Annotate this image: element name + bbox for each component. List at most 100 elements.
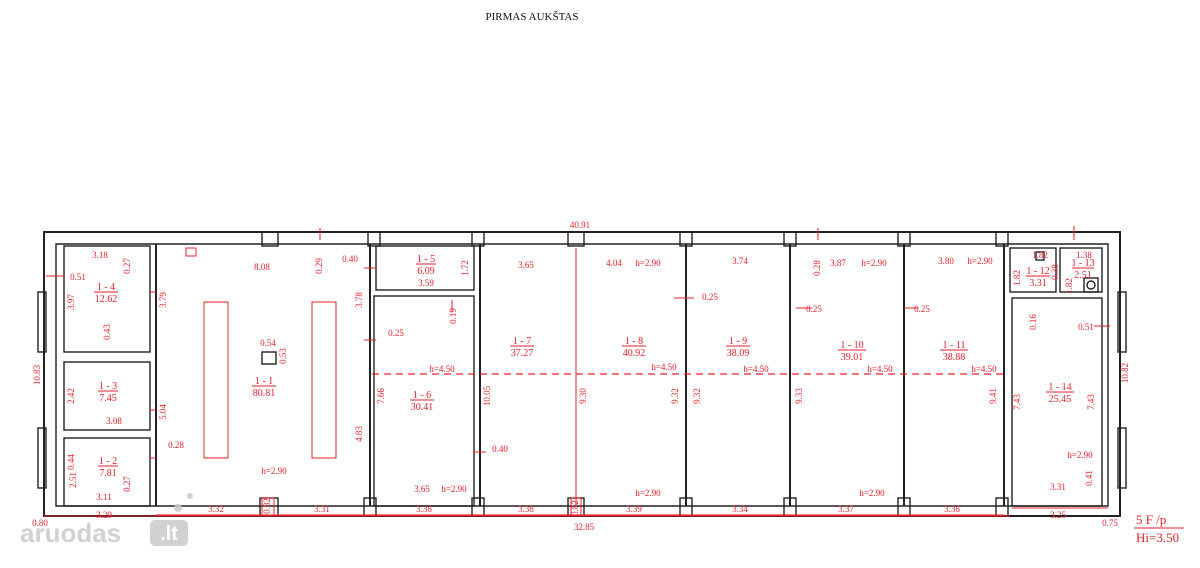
logo-suffix: .lt bbox=[160, 523, 178, 545]
svg-text:3.80: 3.80 bbox=[938, 256, 954, 266]
svg-text:6.09: 6.09 bbox=[417, 266, 435, 277]
svg-text:3.74: 3.74 bbox=[732, 256, 748, 266]
svg-text:3.31: 3.31 bbox=[314, 504, 330, 514]
room-1-6-label: 1 - 630.41 bbox=[410, 390, 434, 413]
svg-text:4.04: 4.04 bbox=[606, 258, 622, 268]
svg-text:4.83: 4.83 bbox=[354, 426, 364, 442]
svg-text:38.09: 38.09 bbox=[727, 348, 750, 359]
svg-text:25.45: 25.45 bbox=[1049, 394, 1072, 405]
svg-text:0.38: 0.38 bbox=[1050, 264, 1060, 280]
vertical-dimensions: 0.27 3.97 3.79 0.43 2.42 5.04 0.44 2.51 … bbox=[66, 258, 1096, 516]
room-1-3-label: 1 - 37.45 bbox=[98, 381, 118, 404]
svg-text:2.42: 2.42 bbox=[66, 388, 76, 404]
svg-text:3.31: 3.31 bbox=[1029, 278, 1047, 289]
logo-badge bbox=[150, 520, 188, 546]
svg-text:1 - 6: 1 - 6 bbox=[413, 390, 431, 401]
svg-text:1 - 5: 1 - 5 bbox=[417, 254, 435, 265]
svg-text:h=4.50: h=4.50 bbox=[743, 364, 769, 374]
logo-dot-small bbox=[187, 493, 193, 499]
svg-text:0.40: 0.40 bbox=[492, 444, 508, 454]
svg-text:3.18: 3.18 bbox=[92, 250, 108, 260]
svg-text:3.08: 3.08 bbox=[106, 416, 122, 426]
svg-text:1.82: 1.82 bbox=[1012, 270, 1022, 286]
aruodas-logo: aruodas .lt bbox=[20, 493, 193, 548]
svg-text:h=2.90: h=2.90 bbox=[1067, 450, 1093, 460]
svg-text:10.82: 10.82 bbox=[1120, 363, 1130, 383]
svg-text:3.31: 3.31 bbox=[1050, 482, 1066, 492]
room-1-4-label: 1 - 412.62 bbox=[94, 282, 118, 305]
svg-text:0.16: 0.16 bbox=[1028, 314, 1038, 330]
svg-text:0.54: 0.54 bbox=[260, 338, 276, 348]
detail-dimensions: 3.18 0.51 3.08 0.28 3.11 8.08 0.54 h=2.9… bbox=[70, 250, 1094, 514]
svg-text:h=2.90: h=2.90 bbox=[635, 488, 661, 498]
svg-text:9.32: 9.32 bbox=[692, 388, 702, 404]
svg-text:0.51: 0.51 bbox=[70, 272, 86, 282]
svg-text:0.28: 0.28 bbox=[812, 260, 822, 276]
room-1-8-label: 1 - 840.92 bbox=[622, 336, 646, 359]
room-1-1-label: 1 - 180.81 bbox=[252, 376, 276, 399]
overall-dimensions: 40.91 32.85 0.80 3.29 0.75 3.25 10.83 10… bbox=[32, 220, 1130, 532]
logo-wordmark: aruodas bbox=[20, 518, 121, 548]
room-labels: 1 - 412.62 1 - 37.45 1 - 27.81 1 - 180.8… bbox=[94, 254, 1095, 479]
svg-text:h=2.90: h=2.90 bbox=[261, 466, 287, 476]
room-1-2-label: 1 - 27.81 bbox=[98, 456, 118, 479]
svg-text:1 - 14: 1 - 14 bbox=[1048, 382, 1071, 393]
svg-text:1.82: 1.82 bbox=[1032, 250, 1048, 260]
svg-text:80.81: 80.81 bbox=[253, 388, 276, 399]
svg-text:h=2.90: h=2.90 bbox=[967, 256, 993, 266]
svg-text:5 F /p: 5 F /p bbox=[1136, 512, 1166, 527]
svg-text:h=4.50: h=4.50 bbox=[867, 364, 893, 374]
svg-text:3.29: 3.29 bbox=[96, 510, 112, 520]
room-1-9-label: 1 - 938.09 bbox=[726, 336, 750, 359]
svg-text:7.66: 7.66 bbox=[376, 388, 386, 404]
svg-text:0.75: 0.75 bbox=[1102, 518, 1118, 528]
svg-text:1.38: 1.38 bbox=[1076, 250, 1092, 260]
svg-text:0.29: 0.29 bbox=[314, 258, 324, 274]
room-1-12-label: 1 - 123.31 bbox=[1026, 266, 1050, 289]
svg-text:9.33: 9.33 bbox=[794, 388, 804, 404]
svg-text:0.80: 0.80 bbox=[32, 518, 48, 528]
svg-text:h=2.90: h=2.90 bbox=[861, 258, 887, 268]
svg-text:1 - 9: 1 - 9 bbox=[729, 336, 747, 347]
svg-text:30.41: 30.41 bbox=[411, 402, 434, 413]
logo-dot bbox=[174, 504, 182, 512]
svg-text:10.83: 10.83 bbox=[32, 364, 42, 385]
svg-text:0.25: 0.25 bbox=[914, 304, 930, 314]
svg-text:3.59: 3.59 bbox=[418, 278, 434, 288]
svg-text:0.25: 0.25 bbox=[388, 328, 404, 338]
svg-text:3.37: 3.37 bbox=[838, 504, 854, 514]
svg-text:0.82: 0.82 bbox=[262, 498, 272, 514]
svg-text:0.25: 0.25 bbox=[702, 292, 718, 302]
svg-text:3.25: 3.25 bbox=[1050, 510, 1066, 520]
svg-text:2.51: 2.51 bbox=[1074, 270, 1092, 281]
svg-text:0.53: 0.53 bbox=[278, 348, 288, 364]
svg-text:32.85: 32.85 bbox=[574, 522, 595, 532]
svg-text:h=4.50: h=4.50 bbox=[651, 362, 677, 372]
svg-text:40.92: 40.92 bbox=[623, 348, 646, 359]
svg-text:37.27: 37.27 bbox=[511, 348, 534, 359]
svg-text:3.97: 3.97 bbox=[66, 294, 76, 310]
svg-text:0.27: 0.27 bbox=[122, 476, 132, 492]
svg-text:3.36: 3.36 bbox=[416, 504, 432, 514]
svg-text:h=2.90: h=2.90 bbox=[859, 488, 885, 498]
svg-text:40.91: 40.91 bbox=[570, 220, 590, 230]
svg-text:9.32: 9.32 bbox=[670, 388, 680, 404]
svg-text:7.81: 7.81 bbox=[99, 468, 117, 479]
svg-text:3.34: 3.34 bbox=[732, 504, 748, 514]
svg-text:3.38: 3.38 bbox=[518, 504, 534, 514]
svg-text:1 - 13: 1 - 13 bbox=[1071, 258, 1094, 269]
svg-text:39.01: 39.01 bbox=[841, 352, 864, 363]
svg-text:1 - 8: 1 - 8 bbox=[625, 336, 643, 347]
svg-text:1 - 7: 1 - 7 bbox=[513, 336, 531, 347]
svg-text:1 - 4: 1 - 4 bbox=[97, 282, 115, 293]
svg-text:3.39: 3.39 bbox=[626, 504, 642, 514]
room-1-7-label: 1 - 737.27 bbox=[510, 336, 534, 359]
svg-text:0.27: 0.27 bbox=[122, 258, 132, 274]
hall-columns bbox=[185, 247, 582, 517]
svg-text:1 - 11: 1 - 11 bbox=[943, 340, 966, 351]
interior-walls bbox=[63, 244, 1103, 517]
